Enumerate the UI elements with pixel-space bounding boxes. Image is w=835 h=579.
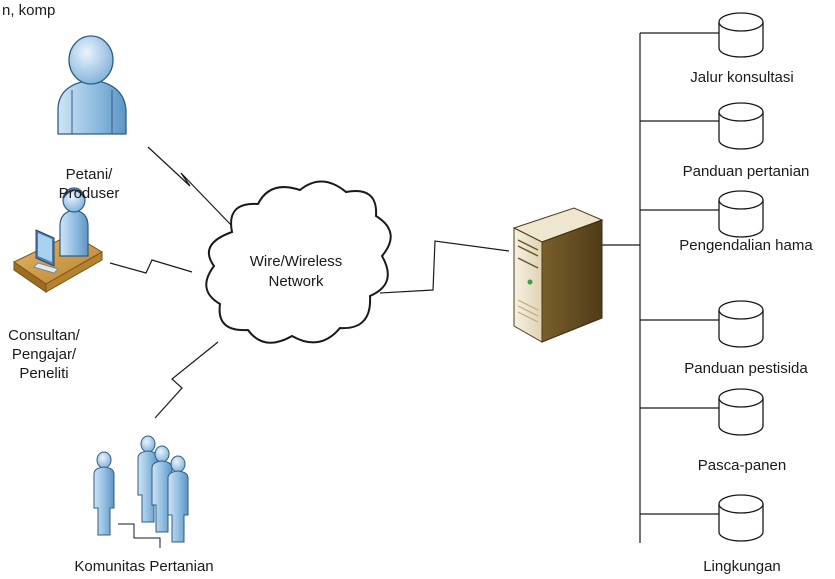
database-icons <box>718 12 764 542</box>
consultant-label-line3: Peneliti <box>19 365 69 382</box>
link-farmer-cloud <box>147 146 233 227</box>
person-figure <box>151 445 173 533</box>
community-label: Komunitas Pertanian <box>74 558 214 575</box>
farmer-label-line1: Petani/ <box>65 166 113 183</box>
consultant-desk-icon <box>13 187 103 293</box>
database-label-jalur-konsultasi: Jalur konsultasi <box>690 69 794 86</box>
consultant-label: Consultan/ Pengajar/ Peneliti <box>4 326 84 383</box>
network-links <box>109 32 719 543</box>
cloud-label-line2: Network <box>268 273 324 290</box>
database-icon <box>718 102 764 150</box>
database-icon <box>718 388 764 436</box>
database-label-panduan-pestisida: Panduan pestisida <box>684 360 808 377</box>
community-people-icon <box>93 435 189 548</box>
database-label-pasca-panen: Pasca-panen <box>697 457 787 474</box>
database-icon <box>718 190 764 238</box>
person-figure <box>93 451 115 536</box>
person-figure <box>167 455 189 543</box>
database-label-lingkungan: Lingkungan <box>703 558 781 575</box>
link-consultant-cloud <box>109 259 193 274</box>
database-icon <box>718 300 764 348</box>
database-label-panduan-pertanian: Panduan pertanian <box>682 163 810 180</box>
farmer-label-line2: Produser <box>58 185 120 202</box>
database-label-pengendalian-hama: Pengendalian hama <box>679 237 813 254</box>
database-icon <box>718 12 764 58</box>
consultant-label-line1: Consultan/ <box>8 327 80 344</box>
clipped-header-text: n, komp <box>2 2 55 19</box>
farmer-person-icon <box>57 35 127 135</box>
database-icon <box>718 494 764 542</box>
link-cloud-server <box>379 240 510 294</box>
cloud-label-line1: Wire/Wireless <box>250 253 343 270</box>
consultant-label-line2: Pengajar/ <box>11 346 77 363</box>
network-cloud: Wire/Wireless Network <box>205 180 392 344</box>
farmer-label: Petani/ Produser <box>44 165 134 203</box>
link-community-cloud <box>154 341 219 419</box>
server-icon <box>512 207 604 343</box>
